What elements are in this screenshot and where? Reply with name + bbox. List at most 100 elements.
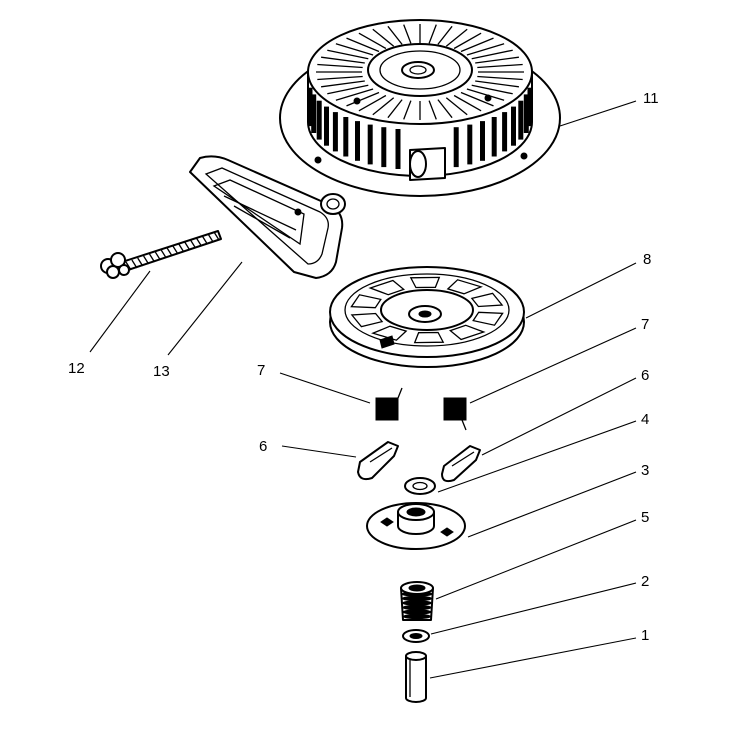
housing-rib xyxy=(335,88,374,101)
pulley-window xyxy=(470,292,504,308)
housing-rib xyxy=(437,25,453,45)
rope-twist xyxy=(207,233,214,243)
housing-vent-slot xyxy=(467,124,473,165)
leader-2 xyxy=(430,582,637,635)
rope-twist xyxy=(148,253,156,263)
housing-rib xyxy=(445,28,468,47)
leader-5 xyxy=(435,519,637,600)
housing-rib xyxy=(475,56,519,64)
leader-7-left xyxy=(279,372,371,404)
housing-vent-slot xyxy=(311,94,317,133)
leader-1 xyxy=(429,637,637,679)
rope-pulley xyxy=(329,266,525,368)
housing-rib xyxy=(317,75,363,81)
callout-11: 11 xyxy=(643,90,659,107)
housing-vent-slot xyxy=(307,87,313,127)
center-spring xyxy=(400,581,434,621)
housing-rib xyxy=(471,49,513,60)
rope-twist xyxy=(154,251,161,261)
ratchet-left xyxy=(357,441,399,481)
leader-4 xyxy=(437,420,637,493)
housing-rib xyxy=(453,32,482,50)
pulley-window xyxy=(368,279,406,296)
housing-rib xyxy=(466,88,505,101)
spring-coil xyxy=(403,613,431,620)
callout-labels: 11 8 7 6 4 3 5 2 1 7 6 12 13 xyxy=(68,90,659,644)
leader-7-right xyxy=(469,327,637,404)
housing-rib xyxy=(327,49,369,60)
housing-rib xyxy=(387,25,403,45)
spring-coil xyxy=(402,609,432,615)
rope-twist xyxy=(189,239,197,249)
housing-vent-slot xyxy=(324,106,329,146)
callout-5: 5 xyxy=(641,509,649,526)
rope-twist xyxy=(131,259,138,269)
rope-twist xyxy=(178,243,185,253)
housing-vent-slot xyxy=(316,100,322,140)
housing-rib xyxy=(317,63,363,69)
leader-3 xyxy=(467,471,637,538)
housing-rib xyxy=(460,91,494,107)
callout-8: 8 xyxy=(643,251,651,268)
rope-twist xyxy=(137,257,144,267)
housing-vent-slot xyxy=(523,94,529,133)
pulley-window xyxy=(446,279,483,295)
housing-vent-slot xyxy=(355,121,360,161)
rope-twist xyxy=(160,249,167,259)
spring-coil xyxy=(402,600,432,606)
callout-6-left: 6 xyxy=(259,438,267,455)
housing-rib xyxy=(453,94,482,112)
pulley-window xyxy=(413,331,445,344)
housing-rib xyxy=(372,28,395,47)
ratchet-guide-plate xyxy=(366,502,466,550)
pulley-window xyxy=(472,311,504,326)
housing-rib xyxy=(466,43,505,56)
leader-11 xyxy=(559,100,637,127)
leader-lines xyxy=(89,100,637,679)
housing-vent-slot xyxy=(518,100,524,140)
rope-twist xyxy=(184,241,191,251)
housing-vent-slot xyxy=(491,117,497,157)
callout-6-right: 6 xyxy=(641,367,649,384)
housing-rib xyxy=(403,100,412,120)
leader-12 xyxy=(89,270,151,353)
housing-rib xyxy=(387,99,403,119)
housing-vent-slot xyxy=(527,87,533,127)
callout-2: 2 xyxy=(641,573,649,590)
pulley-window xyxy=(448,324,486,341)
ratchet-spring-right xyxy=(443,397,467,431)
starter-handle xyxy=(189,155,346,279)
housing-rib xyxy=(475,80,519,88)
washer xyxy=(404,477,436,495)
rope-twist xyxy=(195,237,202,247)
ratchet-right xyxy=(441,445,481,483)
housing-rib xyxy=(321,80,365,88)
ratchet-spring-left xyxy=(375,387,403,421)
rope-twist xyxy=(201,235,208,245)
small-washer xyxy=(402,629,430,643)
housing-rib xyxy=(403,24,412,44)
housing-vent-slot xyxy=(453,127,459,168)
leader-6-right xyxy=(481,377,637,456)
housing-vent-slot xyxy=(511,106,516,146)
housing-vent-slot xyxy=(332,112,338,152)
rope-twist xyxy=(143,255,150,265)
housing-rib xyxy=(346,91,380,107)
housing-rib xyxy=(372,97,395,116)
callout-7-left: 7 xyxy=(257,362,265,379)
starter-rope xyxy=(100,230,222,279)
housing-rib xyxy=(437,99,453,119)
callout-12: 12 xyxy=(68,360,85,377)
callout-1: 1 xyxy=(641,627,649,644)
pulley-window xyxy=(350,294,382,309)
rope-twist xyxy=(166,247,173,257)
housing-rib xyxy=(327,84,369,95)
housing-rib xyxy=(460,37,494,53)
rope-twist xyxy=(125,261,132,271)
housing-rib xyxy=(471,84,513,95)
callout-4: 4 xyxy=(641,411,649,428)
housing-vent-slot xyxy=(480,121,485,161)
pulley-window xyxy=(350,312,384,328)
housing-rib xyxy=(445,97,468,116)
